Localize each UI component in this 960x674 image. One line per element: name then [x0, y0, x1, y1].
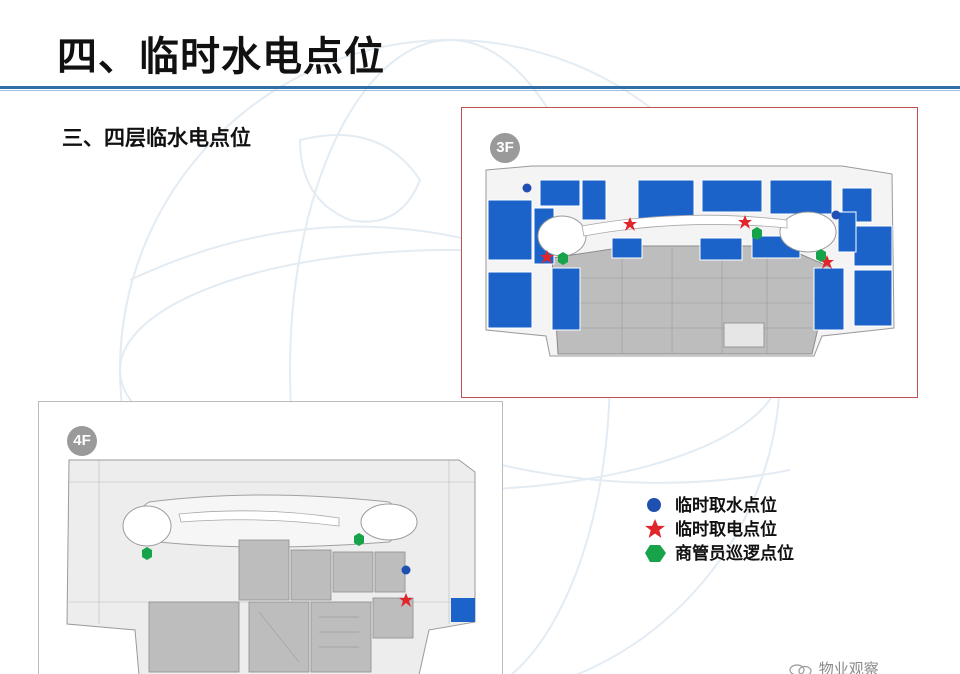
green-hexagon-icon [645, 545, 666, 562]
slide-title: 四、临时水电点位 [57, 34, 385, 80]
title-divider-secondary [0, 90, 960, 91]
wechat-icon [789, 663, 812, 674]
floor-badge-3f: 3F [490, 133, 520, 163]
patrol-point-4f-2 [354, 533, 364, 546]
floor-plan-3f: 3F [461, 107, 918, 398]
blue-circle-icon [647, 498, 661, 512]
patrol-point-3f-1 [558, 252, 568, 265]
water-point-3f-2 [831, 210, 841, 220]
legend-label-power: 临时取电点位 [675, 520, 777, 540]
watermark: 物业观察 [788, 658, 879, 674]
floor-plan-4f-drawing [66, 459, 476, 674]
water-point-4f-1 [401, 565, 411, 575]
floor-plan-4f: 4F [38, 401, 503, 674]
power-point-3f-2 [738, 215, 752, 229]
power-point-3f-1 [623, 217, 637, 231]
power-point-4f-1 [399, 593, 413, 607]
watermark-text: 物业观察 [818, 660, 879, 674]
patrol-point-3f-3 [816, 249, 826, 262]
floor-plan-3f-drawing [485, 165, 895, 357]
slide-subtitle: 三、四层临水电点位 [62, 126, 251, 150]
legend-label-water: 临时取水点位 [675, 496, 777, 516]
patrol-point-4f-1 [142, 547, 152, 560]
title-divider [0, 86, 960, 89]
patrol-point-3f-2 [752, 227, 762, 240]
water-point-3f-1 [522, 183, 532, 193]
legend-label-patrol: 商管员巡逻点位 [675, 544, 794, 564]
red-star-icon [645, 519, 665, 538]
power-point-3f-4 [820, 255, 834, 269]
floor-badge-4f: 4F [67, 426, 97, 456]
power-point-3f-3 [540, 250, 554, 264]
